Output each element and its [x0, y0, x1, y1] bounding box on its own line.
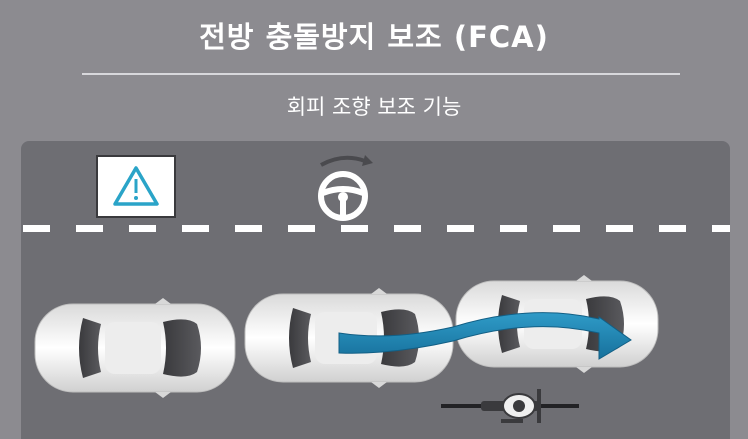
- lane-divider: [23, 225, 730, 232]
- title-divider: [82, 73, 680, 75]
- avoidance-steering-arrow: [338, 312, 632, 360]
- car-ego: [34, 298, 236, 398]
- bicycle-icon: [441, 389, 579, 423]
- page-title: 전방 충돌방지 보조 (FCA): [199, 20, 549, 54]
- page-subtitle: 회피 조향 보조 기능: [286, 95, 462, 119]
- steering-wheel-rotate-icon: [318, 155, 373, 221]
- road-scene: [21, 141, 730, 439]
- road-illustration: [23, 155, 730, 423]
- warning-triangle-icon: [96, 155, 176, 218]
